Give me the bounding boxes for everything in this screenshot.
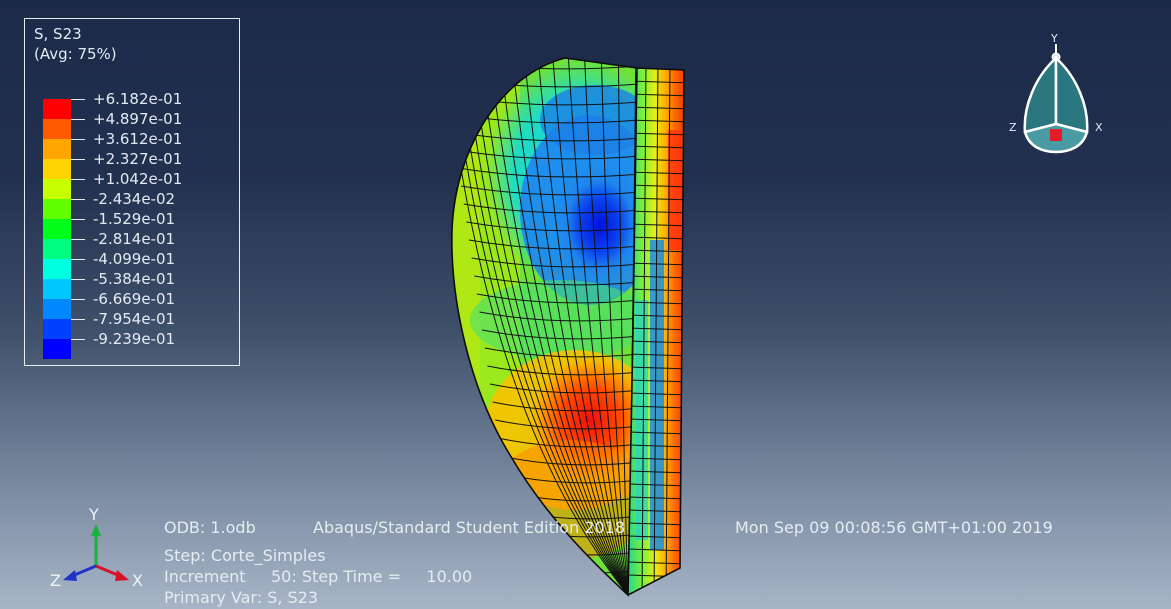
- legend-swatch: [43, 99, 71, 119]
- increment-info: Increment 50: Step Time = 10.00: [164, 567, 473, 586]
- legend-value: -6.669e-01: [93, 290, 176, 308]
- legend-value: -2.434e-02: [93, 190, 176, 208]
- legend-tick: [71, 99, 85, 100]
- legend-color-bar: [43, 99, 71, 359]
- part-outline: [451, 57, 638, 597]
- legend-tick: [71, 199, 85, 200]
- legend-swatch: [43, 179, 71, 199]
- legend-value: +6.182e-01: [93, 90, 183, 108]
- legend-tick: [71, 239, 85, 240]
- axis-y-label: Y: [88, 505, 99, 524]
- triad-y-label: Y: [1050, 32, 1058, 45]
- legend-tick: [71, 339, 85, 340]
- legend-swatch: [43, 219, 71, 239]
- odb-name: ODB: 1.odb: [164, 518, 256, 537]
- legend-swatch: [43, 299, 71, 319]
- global-axes-triad: Y Z X: [50, 505, 143, 590]
- view-triad[interactable]: Y Z X: [1005, 32, 1115, 162]
- mesh-front: [628, 68, 684, 595]
- triad-z-label: Z: [1009, 121, 1017, 134]
- primary-variable: Primary Var: S, S23: [164, 588, 319, 607]
- legend-value: -4.099e-01: [93, 250, 176, 268]
- legend-tick: [71, 259, 85, 260]
- legend-tick: [71, 219, 85, 220]
- legend-swatch: [43, 119, 71, 139]
- timestamp: Mon Sep 09 00:08:56 GMT+01:00 2019: [735, 518, 1053, 537]
- legend-swatch: [43, 279, 71, 299]
- legend-swatch: [43, 259, 71, 279]
- legend-swatch: [43, 139, 71, 159]
- legend-value: -9.239e-01: [93, 330, 176, 348]
- legend-value: +4.897e-01: [93, 110, 183, 128]
- contour-legend: S, S23 (Avg: 75%): [24, 18, 240, 366]
- legend-averaging: (Avg: 75%): [34, 45, 117, 63]
- legend-value: +3.612e-01: [93, 130, 183, 148]
- legend-tick: [71, 119, 85, 120]
- legend-value: -2.814e-01: [93, 230, 176, 248]
- axis-x-label: X: [132, 571, 143, 590]
- legend-value: -7.954e-01: [93, 310, 176, 328]
- axis-z-label: Z: [50, 571, 61, 590]
- step-name: Step: Corte_Simples: [164, 546, 326, 565]
- legend-swatch: [43, 339, 71, 359]
- solver-edition: Abaqus/Standard Student Edition 2018: [313, 518, 626, 537]
- legend-value: +1.042e-01: [93, 170, 183, 188]
- legend-swatch: [43, 159, 71, 179]
- legend-tick: [71, 179, 85, 180]
- legend-variable: S, S23: [34, 25, 82, 43]
- legend-tick: [71, 319, 85, 320]
- legend-tick: [71, 139, 85, 140]
- legend-value: -1.529e-01: [93, 210, 176, 228]
- legend-tick: [71, 279, 85, 280]
- legend-swatch: [43, 199, 71, 219]
- face-outline: [627, 67, 685, 596]
- legend-value: -5.384e-01: [93, 270, 176, 288]
- triad-x-label: X: [1095, 121, 1103, 134]
- legend-tick: [71, 299, 85, 300]
- legend-value: +2.327e-01: [93, 150, 183, 168]
- legend-tick: [71, 159, 85, 160]
- legend-swatch: [43, 319, 71, 339]
- legend-swatch: [43, 239, 71, 259]
